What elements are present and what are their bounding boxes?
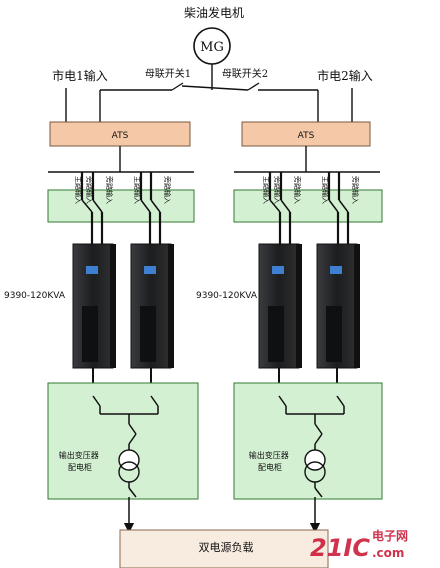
output-cabinet-right-line2: 配电柜 [258, 462, 282, 472]
generator-icon: MG [193, 27, 231, 65]
output-cabinet-left [47, 382, 199, 500]
output-feeder-right-icon [309, 482, 323, 534]
bypass-input-label: 旁路输入 [163, 176, 172, 204]
input-labels: 主路输入 旁路输入 主路输入 旁路输入 旁路输入 主路输入 旁路输入 旁路输入 … [74, 176, 360, 204]
ups-cabinet-icon [72, 243, 116, 369]
tie-switch-2-label: 母联开关2 [222, 67, 268, 80]
bypass-input-label: 旁路输入 [85, 176, 94, 204]
bypass-input-label: 旁路输入 [293, 176, 302, 204]
watermark-site: 电子网 [372, 528, 408, 543]
ats-output-lines [48, 146, 380, 173]
ats-right: ATS [241, 121, 371, 147]
main-input-label: 主路输入 [321, 176, 330, 204]
watermark-brand: 21IC [310, 534, 370, 562]
main-input-label: 主路输入 [74, 176, 83, 204]
generator-title: 柴油发电机 [184, 5, 244, 20]
bypass-input-label: 旁路输入 [105, 176, 114, 204]
tie-switch-1-label: 母联开关1 [145, 67, 191, 80]
feed-lines [65, 88, 353, 122]
ats-left-label: ATS [112, 131, 129, 141]
utility-input-2-label: 市电2输入 [317, 68, 373, 83]
output-cabinet-left-label: 输出变压器 配电柜 [59, 450, 102, 472]
output-cabinet-left-line2: 配电柜 [68, 462, 92, 472]
ups-right-model-label: 9390-120KVA [196, 291, 258, 301]
tie-bus [100, 85, 318, 91]
generator-symbol: MG [200, 40, 224, 55]
tie-switch-2-icon [247, 82, 260, 91]
output-cabinet-right-label: 输出变压器 配电柜 [249, 450, 292, 472]
input-drops-right [268, 172, 350, 244]
output-cabinet-right [233, 382, 383, 500]
load-label: 双电源负载 [199, 540, 254, 554]
input-switch-panel-right [233, 189, 383, 223]
output-cabinet-right-line1: 输出变压器 [249, 450, 289, 460]
ups-cabinet-icon [258, 243, 302, 369]
dual-power-load: 双电源负载 [119, 529, 329, 568]
input-switches-left-icon [81, 199, 161, 213]
main-input-label: 主路输入 [133, 176, 142, 204]
tie-switch-1-icon [171, 82, 184, 91]
input-switches-right-icon [269, 199, 349, 213]
input-switch-panel-left [47, 189, 195, 223]
bypass-input-label: 旁路输入 [351, 176, 360, 204]
ups-left-model-label: 9390-120KVA [4, 291, 66, 301]
output-breakers-right-icon [278, 395, 345, 452]
ups-cabinet-icon [130, 243, 174, 369]
input-drops-left [80, 172, 162, 244]
output-feeder-left-icon [123, 482, 137, 534]
ats-right-label: ATS [298, 131, 315, 141]
ats-left: ATS [49, 121, 191, 147]
output-breakers-left-icon [92, 395, 159, 452]
watermark-logo: 21IC 电子网 .com [310, 528, 408, 562]
ups-cabinet-icon [316, 243, 360, 369]
watermark-domain: .com [372, 546, 404, 560]
main-input-label: 主路输入 [262, 176, 271, 204]
utility-input-1-label: 市电1输入 [52, 68, 108, 83]
bypass-input-label: 旁路输入 [273, 176, 282, 204]
output-cabinet-left-line1: 输出变压器 [59, 450, 99, 460]
